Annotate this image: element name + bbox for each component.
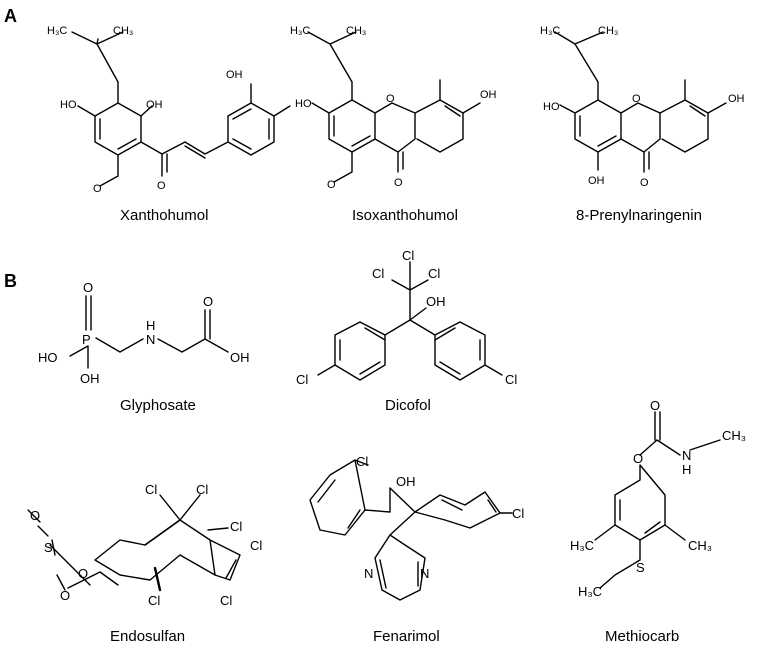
dicofol-cl-left: Cl xyxy=(296,372,308,387)
glyphosate-oh-bottom: OH xyxy=(80,371,100,386)
fenarimol-n-2: N xyxy=(420,566,429,581)
prenylnaringenin-oh-right: OH xyxy=(728,93,745,105)
xanthohumol-methoxy-o: O xyxy=(93,183,102,195)
glyphosate-acid-o: O xyxy=(203,294,213,309)
isoxanthohumol-structure: H₃C CH₃ HO O OH O O Isoxanthohumol xyxy=(290,25,497,224)
dicofol-cl-right: Cl xyxy=(505,372,517,387)
prenylnaringenin-label: 8-Prenylnaringenin xyxy=(576,207,702,224)
glyphosate-label: Glyphosate xyxy=(120,397,196,414)
fenarimol-cl-top: Cl xyxy=(356,454,368,469)
dicofol-cl-b: Cl xyxy=(402,248,414,263)
methiocarb-o-ester: O xyxy=(633,451,643,466)
methiocarb-me-left: H₃C xyxy=(570,538,594,553)
endosulfan-o-top: O xyxy=(30,508,40,523)
dicofol-structure: Cl Cl Cl OH Cl Cl Dicofol xyxy=(296,248,517,414)
methiocarb-me-right: CH₃ xyxy=(688,538,712,553)
prenylnaringenin-ho-left: HO xyxy=(543,101,560,113)
methiocarb-me-n: CH₃ xyxy=(722,428,746,443)
glyphosate-o-top: O xyxy=(83,280,93,295)
glyphosate-h: H xyxy=(146,318,155,333)
prenylnaringenin-structure: H₃C CH₃ HO O OH OH O 8-Prenylnaringenin xyxy=(540,25,745,224)
glyphosate-p: P xyxy=(82,332,91,347)
endosulfan-cl-1: Cl xyxy=(145,482,157,497)
fenarimol-label: Fenarimol xyxy=(373,628,440,645)
methiocarb-h: H xyxy=(682,462,691,477)
prenylnaringenin-me-right: CH₃ xyxy=(598,25,618,37)
methiocarb-s: S xyxy=(636,560,645,575)
xanthohumol-ho-left: HO xyxy=(60,99,77,111)
fenarimol-n-1: N xyxy=(364,566,373,581)
prenylnaringenin-me-top: H₃C xyxy=(540,25,560,37)
endosulfan-s: S xyxy=(44,540,53,555)
methiocarb-me-s: H₃C xyxy=(578,584,602,599)
isoxanthohumol-ring-o: O xyxy=(386,93,395,105)
xanthohumol-me-right: CH₃ xyxy=(113,25,133,37)
endosulfan-label: Endosulfan xyxy=(110,628,185,645)
xanthohumol-ketone-o: O xyxy=(157,180,166,192)
glyphosate-n: N xyxy=(146,332,155,347)
endosulfan-structure: O S O O Cl Cl Cl Cl Cl Cl Endosulfan xyxy=(27,482,262,645)
endosulfan-o-2: O xyxy=(60,588,70,603)
panel-b-letter: B xyxy=(4,271,17,291)
endosulfan-cl-6: Cl xyxy=(148,593,160,608)
isoxanthohumol-ketone-o: O xyxy=(394,177,403,189)
endosulfan-cl-3: Cl xyxy=(230,519,242,534)
prenylnaringenin-oh-bottom: OH xyxy=(588,175,605,187)
xanthohumol-oh-right: OH xyxy=(226,69,243,81)
isoxanthohumol-ho-left: HO xyxy=(295,98,312,110)
endosulfan-o-1: O xyxy=(78,566,88,581)
isoxanthohumol-me-right: CH₃ xyxy=(346,25,366,37)
panel-a-letter: A xyxy=(4,6,17,26)
glyphosate-acid-oh: OH xyxy=(230,350,250,365)
isoxanthohumol-label: Isoxanthohumol xyxy=(352,207,458,224)
isoxanthohumol-methoxy-o: O xyxy=(327,179,336,191)
endosulfan-cl-5: Cl xyxy=(220,593,232,608)
prenylnaringenin-ring-o: O xyxy=(632,93,641,105)
prenylnaringenin-ketone-o: O xyxy=(640,177,649,189)
isoxanthohumol-oh-right: OH xyxy=(480,89,497,101)
fenarimol-structure: Cl OH Cl N N Fenarimol xyxy=(309,454,524,645)
xanthohumol-oh-mid: OH xyxy=(146,99,163,111)
fenarimol-oh: OH xyxy=(396,474,416,489)
xanthohumol-structure: H₃C CH₃ HO OH OH O O Xanthohumol xyxy=(47,25,291,224)
endosulfan-cl-2: Cl xyxy=(196,482,208,497)
methiocarb-label: Methiocarb xyxy=(605,628,679,645)
methiocarb-structure: O N H CH₃ O H₃C CH₃ S H₃C Methiocarb xyxy=(570,398,746,645)
methiocarb-n: N xyxy=(682,448,691,463)
fenarimol-cl-right: Cl xyxy=(512,506,524,521)
dicofol-oh: OH xyxy=(426,294,446,309)
glyphosate-structure: O P HO OH N H O OH Glyphosate xyxy=(38,280,250,414)
glyphosate-ho-left: HO xyxy=(38,350,58,365)
dicofol-cl-c: Cl xyxy=(428,266,440,281)
endosulfan-cl-4: Cl xyxy=(250,538,262,553)
isoxanthohumol-me-top: H₃C xyxy=(290,25,310,37)
dicofol-cl-a: Cl xyxy=(372,266,384,281)
dicofol-label: Dicofol xyxy=(385,397,431,414)
xanthohumol-label: Xanthohumol xyxy=(120,207,208,224)
xanthohumol-me-top: H₃C xyxy=(47,25,67,37)
methiocarb-o-top: O xyxy=(650,398,660,413)
